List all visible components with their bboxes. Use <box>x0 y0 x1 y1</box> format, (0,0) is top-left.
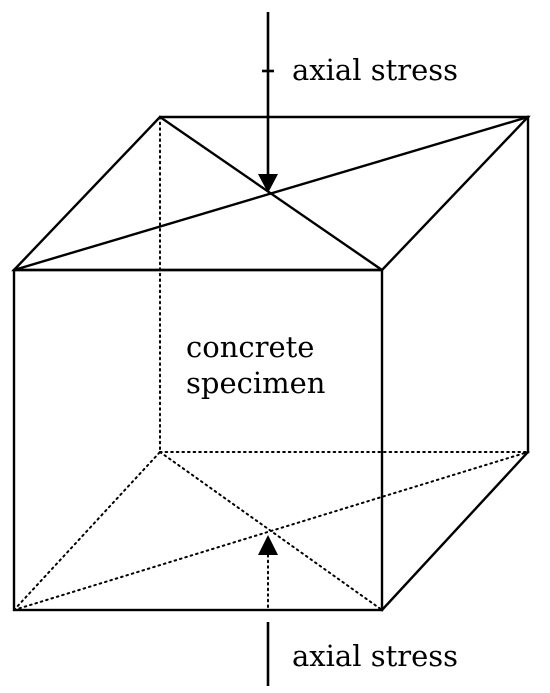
specimen-label-line2: specimen <box>186 366 325 400</box>
top-axial-stress-arrow <box>258 12 278 193</box>
hidden-edges <box>13 116 529 611</box>
bottom-arrow-head <box>258 535 278 555</box>
specimen-label-line1: concrete <box>186 330 314 364</box>
bottom-axial-stress-arrow <box>258 535 278 686</box>
bottom-left-diagonal-edge <box>13 451 161 611</box>
visible-edges <box>11 115 531 612</box>
top-axial-stress-label: axial stress <box>292 53 458 87</box>
bottom-face-diagonal-2 <box>159 451 383 611</box>
bottom-axial-stress-label: axial stress <box>292 639 458 673</box>
front-face <box>12 268 384 612</box>
top-arrow-head <box>258 174 278 193</box>
top-face-diagonal-2 <box>158 115 384 272</box>
bottom-right-edge <box>380 450 530 612</box>
